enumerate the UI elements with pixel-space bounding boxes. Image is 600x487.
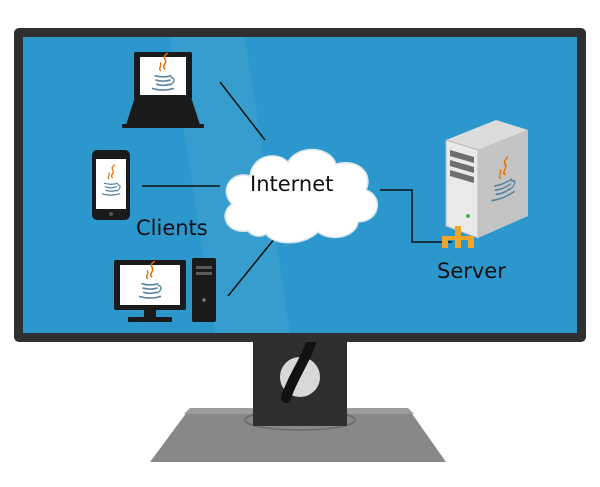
connection-lines [142, 81, 452, 297]
line-internet-server [380, 189, 452, 243]
clients-label: Clients [136, 216, 208, 240]
phone-icon [92, 150, 130, 220]
desktop-icon [114, 258, 216, 322]
cloud-icon [224, 148, 379, 244]
server-icon [445, 120, 528, 239]
line-desktop-internet [227, 237, 276, 297]
laptop-icon [122, 52, 204, 128]
stand-cable [281, 335, 317, 403]
line-laptop-internet [219, 81, 266, 141]
internet-label: Internet [250, 172, 334, 196]
monitor-stand-base [150, 408, 446, 462]
server-label: Server [437, 259, 506, 283]
network-connector-icon [442, 226, 474, 248]
